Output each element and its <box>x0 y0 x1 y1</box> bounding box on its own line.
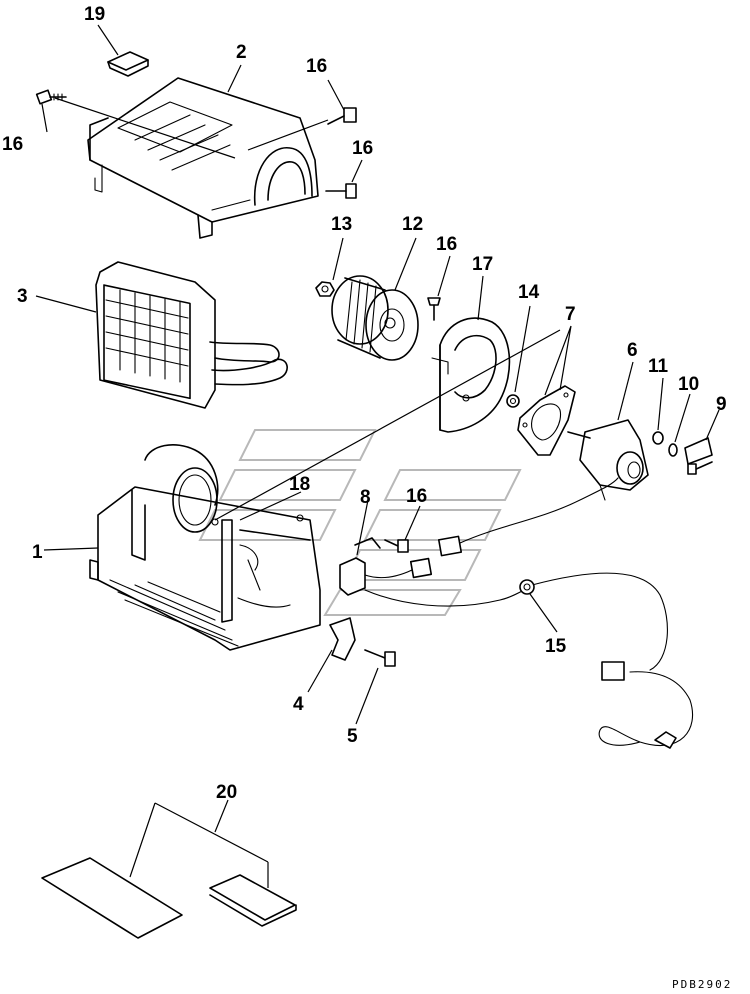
nut-part <box>315 281 335 297</box>
clamp-part <box>329 617 356 661</box>
screw-16-left <box>35 89 67 105</box>
callout-16-right: 16 <box>352 138 373 159</box>
callout-9: 9 <box>716 394 727 415</box>
callout-16-fan-case: 16 <box>436 234 457 255</box>
callout-5: 5 <box>347 726 358 747</box>
callout-labels: 1 2 3 4 5 6 7 8 9 10 11 12 13 14 15 16 1… <box>2 4 727 803</box>
screw-16-fan-case <box>427 297 441 321</box>
callout-16-top-right: 16 <box>306 56 327 77</box>
callout-16-left: 16 <box>2 134 23 155</box>
top-cover-part <box>87 77 319 239</box>
washer-part <box>506 394 520 408</box>
screw-16-right <box>325 183 357 199</box>
callout-10: 10 <box>678 374 699 395</box>
callout-18: 18 <box>289 474 310 495</box>
label-sheets-part <box>41 857 297 939</box>
callout-19: 19 <box>84 4 105 25</box>
callout-16-housing: 16 <box>406 486 427 507</box>
small-pad-part <box>107 51 149 77</box>
blower-motor-part <box>567 419 649 501</box>
blower-housing-part <box>89 444 321 651</box>
callout-8: 8 <box>360 487 371 508</box>
gasket-part <box>517 385 576 456</box>
grommet-part <box>519 579 535 595</box>
callout-7: 7 <box>565 304 576 325</box>
resistor-part <box>339 537 381 596</box>
callout-12: 12 <box>402 214 423 235</box>
callout-2: 2 <box>236 42 247 63</box>
screw-16-housing <box>384 539 409 553</box>
blower-fan-part <box>331 275 419 361</box>
callout-6: 6 <box>627 340 638 361</box>
callout-14: 14 <box>518 282 540 303</box>
leader-lines <box>35 24 720 888</box>
bolt-part <box>364 649 396 667</box>
heater-core-part <box>95 261 288 409</box>
callout-17: 17 <box>472 254 493 275</box>
fan-case-part <box>431 317 511 433</box>
drawing-code: PDB2902 <box>672 978 732 991</box>
callout-1: 1 <box>32 542 43 563</box>
callout-15: 15 <box>545 636 567 657</box>
callout-3: 3 <box>17 286 28 307</box>
callout-20: 20 <box>216 782 237 803</box>
callout-4: 4 <box>293 694 304 715</box>
screw-16-top-right <box>327 107 357 125</box>
bracket-9-part <box>684 437 713 475</box>
callout-11: 11 <box>648 356 669 377</box>
spacer-11-part <box>652 431 664 445</box>
washer-10-part <box>668 443 678 457</box>
wire-harness <box>364 477 694 749</box>
callout-13: 13 <box>331 214 352 235</box>
